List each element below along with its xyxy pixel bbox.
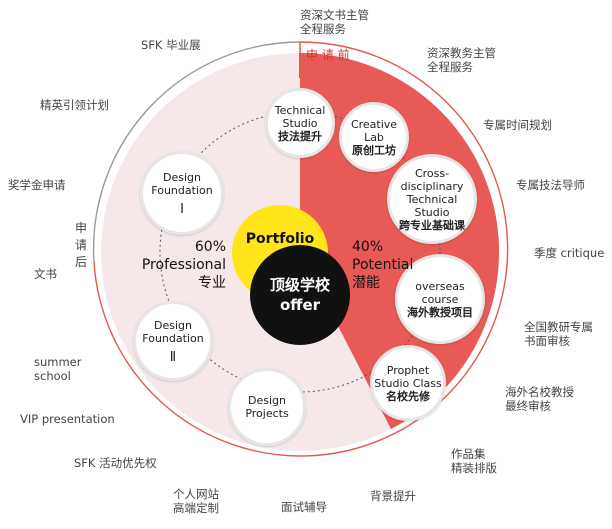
label-line: 海外名校教授 bbox=[505, 385, 574, 399]
label-critique: 季度 critique bbox=[534, 246, 605, 260]
label-top-right: 资深教务主管 全程服务 bbox=[427, 46, 496, 74]
bubble-prophet-studio: Prophet Studio Class 名校先修 bbox=[370, 345, 446, 421]
label-summer: summer school bbox=[34, 355, 82, 383]
label-background: 背景提升 bbox=[370, 489, 416, 503]
outer-arc-after bbox=[92, 41, 301, 263]
bubble-text: Cross- bbox=[414, 166, 450, 180]
professional-percent: 60% bbox=[194, 239, 226, 255]
bubble-creative-lab: Creative Lab 原创工坊 bbox=[339, 102, 409, 172]
bubble-text: 跨专业基础课 bbox=[399, 218, 465, 232]
label-mentor: 专属技法导师 bbox=[516, 178, 585, 192]
professional-label-en: Professional bbox=[141, 257, 226, 273]
bubble-text: Technical bbox=[406, 192, 458, 206]
label-scholarship: 奖学金申请 bbox=[8, 178, 66, 192]
label-line: school bbox=[34, 369, 71, 383]
label-overseas-review: 海外名校教授 最终审核 bbox=[505, 385, 574, 413]
label-essay: 文书 bbox=[34, 267, 57, 281]
bubble-design-foundation-1: Design Foundation Ⅰ bbox=[140, 151, 224, 235]
bubble-text: Lab bbox=[364, 130, 384, 144]
phase-after-char: 请 bbox=[74, 238, 87, 252]
potential-percent: 40% bbox=[352, 239, 384, 255]
bubble-text: Studio bbox=[282, 116, 318, 130]
bubble-text: 名校先修 bbox=[386, 389, 430, 403]
offer-line2: offer bbox=[279, 296, 321, 314]
label-interview: 面试辅导 bbox=[281, 500, 327, 514]
bubble-text: Studio Class bbox=[374, 376, 442, 390]
phase-after-char: 后 bbox=[74, 255, 87, 269]
bubble-design-foundation-2: Design Foundation Ⅱ bbox=[133, 301, 213, 381]
bubble-text: Design bbox=[154, 318, 192, 332]
label-line: 作品集 bbox=[451, 447, 486, 461]
professional-group: 60% Professional 专业 bbox=[140, 238, 226, 292]
label-activity: SFK 活动优先权 bbox=[74, 456, 157, 470]
label-line: 全程服务 bbox=[300, 22, 346, 36]
bubble-design-projects: Design Projects bbox=[228, 368, 306, 446]
dotted-orbit bbox=[159, 111, 441, 393]
bubble-text: Ⅱ bbox=[169, 349, 177, 365]
potential-label-zh: 潜能 bbox=[352, 275, 380, 291]
label-line: 个人网站 bbox=[173, 487, 219, 501]
label-schedule: 专属时间规划 bbox=[483, 118, 552, 132]
label-vip: VIP presentation bbox=[20, 412, 115, 426]
bubble-text: Projects bbox=[245, 407, 289, 420]
potential-label-en: Potential bbox=[352, 257, 414, 273]
label-line: 精装排版 bbox=[451, 461, 497, 475]
label-elite: 精英引领计划 bbox=[40, 98, 109, 112]
label-website: 个人网站 高端定制 bbox=[173, 487, 219, 515]
label-line: 资深教务主管 bbox=[427, 46, 496, 60]
label-line: summer bbox=[34, 355, 82, 369]
outer-arc-before bbox=[93, 41, 509, 457]
label-review: 全国教研专属 书面审核 bbox=[524, 320, 593, 348]
bubble-text: Foundation bbox=[142, 331, 204, 345]
bubble-text: Prophet bbox=[386, 363, 430, 377]
bubble-text: Creative bbox=[350, 117, 398, 131]
bubble-text: 技法提升 bbox=[278, 129, 322, 143]
label-line: 资深文书主管 bbox=[300, 8, 369, 22]
bubble-overseas-course: overseas course 海外教授项目 bbox=[395, 254, 485, 344]
bubble-text: Foundation bbox=[151, 183, 213, 197]
portfolio-label: Portfolio bbox=[245, 231, 315, 247]
bubble-text: 原创工坊 bbox=[352, 143, 396, 157]
label-line: 书面审核 bbox=[524, 334, 570, 348]
bubble-text: Studio bbox=[414, 205, 450, 219]
bubble-text: Technical bbox=[274, 103, 326, 117]
bubble-text: Ⅰ bbox=[180, 201, 184, 217]
potential-group: 40% Potential 潜能 bbox=[352, 238, 413, 292]
bubble-text: Design bbox=[248, 394, 286, 407]
label-line: 全程服务 bbox=[427, 60, 473, 74]
label-line: 最终审核 bbox=[505, 399, 551, 413]
offer-core: 顶级学校 offer bbox=[250, 245, 350, 345]
phase-after-label: 申 请 后 bbox=[74, 220, 88, 271]
label-portfolio-layout: 作品集 精装排版 bbox=[451, 447, 497, 475]
label-top-center: 资深文书主管 全程服务 bbox=[300, 8, 369, 36]
phase-after-char: 申 bbox=[74, 221, 87, 235]
professional-label-zh: 专业 bbox=[198, 275, 226, 291]
label-line: 全国教研专属 bbox=[524, 320, 593, 334]
bubble-text: 海外教授项目 bbox=[407, 305, 473, 319]
bubble-text: course bbox=[421, 292, 459, 306]
bubble-text: Design bbox=[163, 170, 201, 184]
bubble-text: overseas bbox=[415, 279, 465, 293]
offer-line1: 顶级学校 bbox=[269, 276, 330, 294]
bubble-cross-disciplinary: Cross- disciplinary Technical Studio 跨专业… bbox=[387, 154, 477, 244]
label-alumni: SFK 毕业展 bbox=[141, 38, 201, 52]
bubble-technical-studio: Technical Studio 技法提升 bbox=[265, 88, 335, 158]
label-line: 高端定制 bbox=[173, 501, 219, 515]
bubble-text: disciplinary bbox=[400, 179, 464, 193]
phase-before-label: 申 请 前 bbox=[306, 48, 350, 62]
